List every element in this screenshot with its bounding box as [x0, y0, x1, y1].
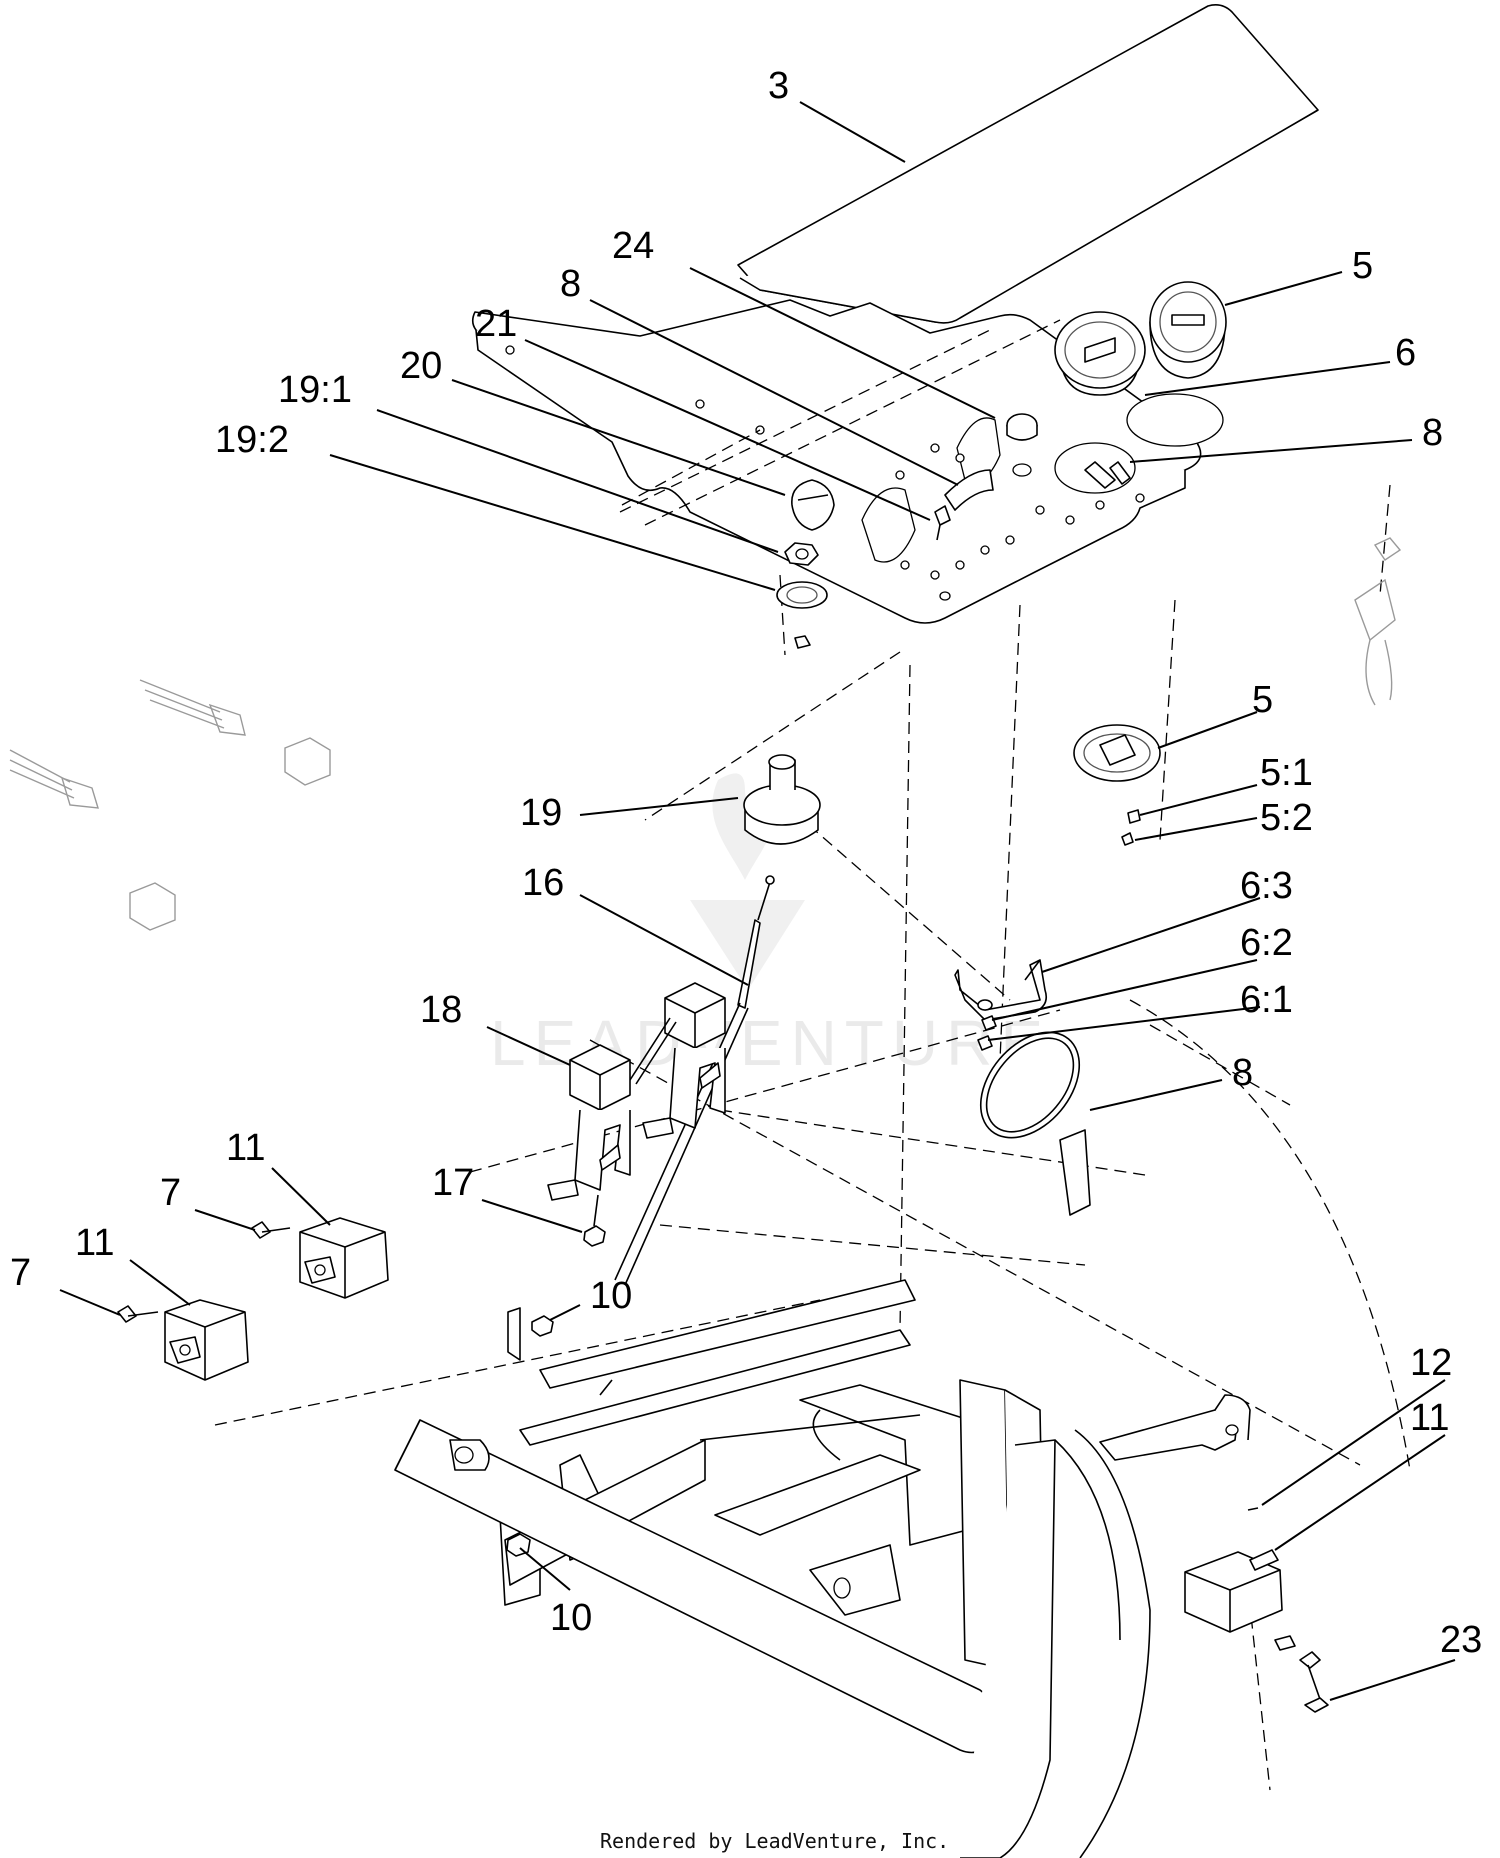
part-7-bolts	[117, 1221, 291, 1323]
part-19-ignition-switch	[743, 754, 821, 845]
part-18-relay-left	[547, 1044, 631, 1201]
callout-6: 6	[1395, 332, 1416, 374]
ghost-wire-harness	[9, 537, 1402, 931]
callout-7: 7	[160, 1172, 181, 1214]
callout-12: 12	[1410, 1342, 1452, 1384]
callout-5-1: 5:1	[1260, 752, 1313, 794]
part-11-relay-lower	[164, 1299, 249, 1381]
callout-6-2: 6:2	[1240, 922, 1293, 964]
callout-19-2: 19:2	[215, 419, 289, 461]
part-6-gauge	[1054, 311, 1146, 396]
watermark-logo: LEADVENTURE	[490, 773, 1043, 1079]
callout-19: 19	[520, 792, 562, 834]
part-8-clips-top	[944, 461, 1131, 511]
part-8-hose-clamp	[979, 1031, 1091, 1216]
callout-11: 11	[226, 1127, 265, 1169]
callout-11: 11	[75, 1222, 114, 1264]
callout-6-1: 6:1	[1240, 979, 1293, 1021]
credit-text: Rendered by LeadVenture, Inc.	[600, 1829, 949, 1853]
callout-20: 20	[400, 345, 442, 387]
hidden-lines	[214, 319, 1411, 1791]
callout-16: 16	[522, 862, 564, 904]
callout-17: 17	[432, 1162, 474, 1204]
part-23-screw	[1274, 1635, 1329, 1713]
frame-chassis	[394, 1279, 1151, 1858]
callout-8: 8	[1232, 1052, 1253, 1094]
part-17-nut	[583, 1194, 606, 1247]
part-6-bracket	[954, 959, 1048, 1051]
part-3-top-panel	[737, 4, 1319, 324]
callout-11: 11	[1410, 1397, 1449, 1439]
callout-8: 8	[1422, 412, 1443, 454]
callout-21: 21	[475, 303, 517, 345]
callout-7: 7	[10, 1252, 31, 1294]
callout-23: 23	[1440, 1619, 1482, 1661]
callout-3: 3	[768, 65, 789, 107]
part-5-gauge-back	[1073, 724, 1161, 846]
callout-19-1: 19:1	[278, 369, 352, 411]
part-20-key	[791, 479, 835, 531]
callout-8: 8	[560, 263, 581, 305]
callout-5-2: 5:2	[1260, 797, 1313, 839]
callout-labels: 3 24 5 6 8 8 21 20 19:1 19:2 5 5:1 5:2 1…	[10, 65, 1482, 1661]
callout-10: 10	[550, 1597, 592, 1639]
part-21-screw	[934, 505, 951, 601]
part-12-bracket	[1099, 1394, 1259, 1511]
callout-10: 10	[590, 1275, 632, 1317]
part-11-relay-right	[1184, 1549, 1283, 1633]
callout-18: 18	[420, 989, 462, 1031]
part-24-plug	[1006, 413, 1038, 477]
leader-lines	[59, 101, 1456, 1701]
callout-24: 24	[612, 225, 654, 267]
part-5-hour-meter	[1149, 281, 1227, 379]
part-19-1-nut	[784, 542, 819, 566]
callout-5: 5	[1252, 679, 1273, 721]
callout-6-3: 6:3	[1240, 865, 1293, 907]
part-11-relay-upper	[299, 1217, 389, 1299]
part-19-2-washer	[776, 581, 828, 649]
part-18-relay-right	[629, 982, 726, 1139]
callout-5: 5	[1352, 245, 1373, 287]
